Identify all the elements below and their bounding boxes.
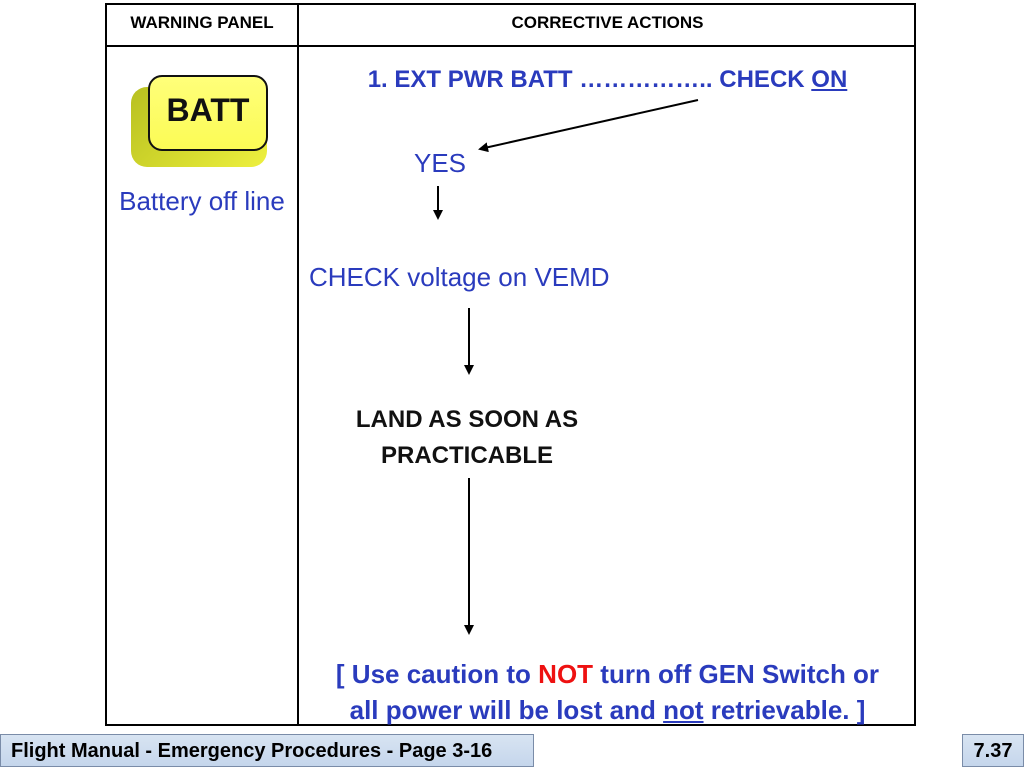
arrow-step1-to-yes	[478, 99, 699, 153]
step-1-state: ON	[811, 66, 848, 93]
caution-text-3: all power will be lost and	[349, 695, 664, 725]
yes-label: YES	[413, 148, 467, 178]
column-divider	[297, 3, 299, 726]
step-1-text: 1. EXT PWR BATT …………….. CHECK	[367, 66, 812, 93]
page-number: 7.37	[962, 734, 1024, 767]
land-line-2: PRACTICABLE	[381, 442, 553, 469]
caution-not-underlined: not	[663, 695, 704, 725]
footer-title: Flight Manual - Emergency Procedures - P…	[0, 734, 534, 767]
header-divider	[105, 45, 916, 47]
land-instruction: LAND AS SOON AS PRACTICABLE	[299, 402, 635, 474]
warning-caption: Battery off line	[119, 186, 285, 216]
corrective-actions-header: CORRECTIVE ACTIONS	[511, 13, 704, 32]
batt-light-label: BATT	[166, 92, 250, 128]
caution-text-2: turn off GEN Switch or	[593, 659, 880, 689]
caution-text-1: [ Use caution to	[335, 659, 539, 689]
check-voltage-step: CHECK voltage on VEMD	[309, 262, 610, 292]
warning-panel-header: WARNING PANEL	[130, 13, 274, 32]
batt-light-face	[148, 75, 268, 151]
caution-not-emphasis: NOT	[538, 659, 594, 689]
caution-line-2: all power will be lost and not retrievab…	[299, 692, 916, 728]
caution-note: [ Use caution to NOT turn off GEN Switch…	[299, 656, 916, 728]
caution-line-1: [ Use caution to NOT turn off GEN Switch…	[299, 656, 916, 692]
caution-text-4: retrievable. ]	[703, 695, 866, 725]
procedure-table-border	[105, 3, 916, 726]
step-1: 1. EXT PWR BATT …………….. CHECK ON	[299, 66, 916, 94]
land-line-1: LAND AS SOON AS	[355, 406, 579, 433]
